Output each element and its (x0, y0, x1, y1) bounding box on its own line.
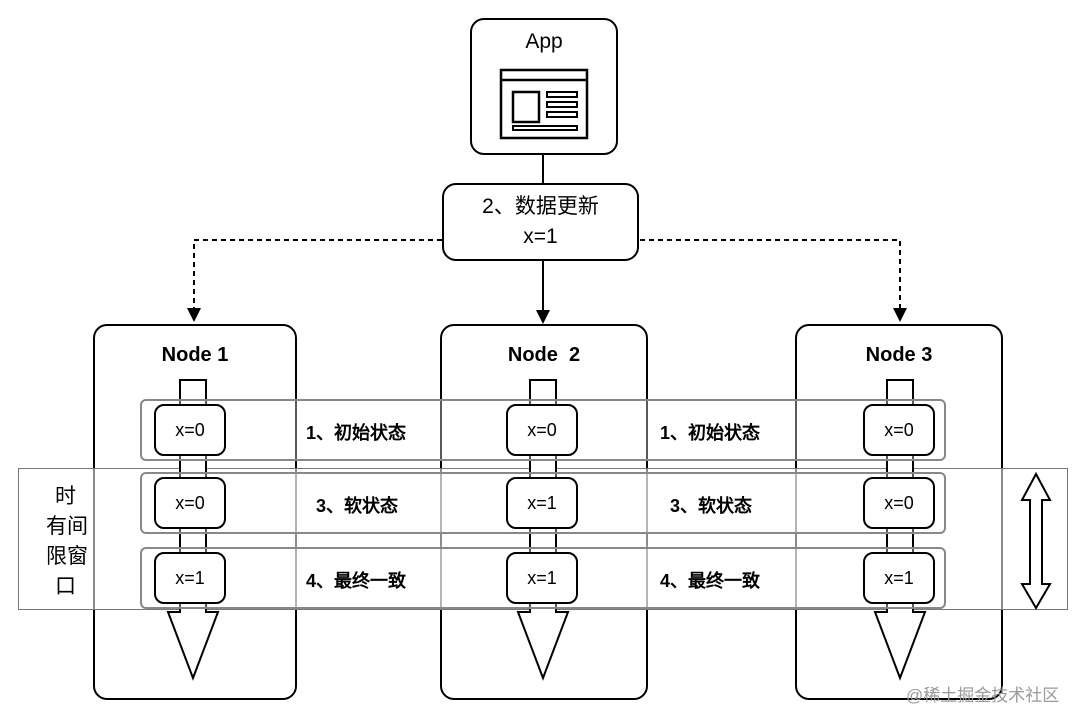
node-3-title: Node 3 (865, 344, 933, 366)
node-2-value-soft: x=1 (506, 477, 578, 529)
node-3-value-final: x=1 (863, 552, 935, 604)
node-2-title: Node 2 (507, 344, 581, 366)
state-label-final-left: 4、最终一致 (306, 571, 407, 591)
state-label-soft-right: 3、软状态 (670, 496, 753, 516)
time-window-label-line-1: 时 (55, 485, 76, 508)
data-update-value: x=1 (523, 225, 558, 248)
time-window-label-line-2: 有间 (46, 515, 88, 538)
node-1-value-initial: x=0 (154, 404, 226, 456)
node-1-value-final: x=1 (154, 552, 226, 604)
update-to-node2-arrowhead (536, 310, 550, 324)
node-3-value-soft: x=0 (863, 477, 935, 529)
app-label: App (525, 30, 563, 53)
update-to-node3-arrowhead (893, 308, 907, 322)
state-label-initial-right: 1、初始状态 (660, 423, 761, 443)
time-window-label: 时 有间 限窗 口 (24, 482, 88, 602)
time-window-double-arrow-icon (1020, 471, 1052, 610)
node-2-value-initial: x=0 (506, 404, 578, 456)
app-window-icon (499, 68, 589, 140)
node-1-title: Node 1 (161, 344, 229, 366)
node-1-value-soft: x=0 (154, 477, 226, 529)
time-window-label-line-3: 限窗 (46, 545, 88, 568)
data-update-box: 2、数据更新 x=1 (442, 183, 639, 261)
watermark: @稀土掘金技术社区 (906, 686, 1060, 705)
time-window-label-line-4: 口 (55, 575, 76, 598)
app-box: App (470, 18, 618, 155)
update-to-node1-dashed-line (193, 239, 442, 310)
state-label-initial-left: 1、初始状态 (306, 423, 407, 443)
update-to-node3-dashed-line (640, 239, 901, 310)
node-2-value-final: x=1 (506, 552, 578, 604)
node-3-value-initial: x=0 (863, 404, 935, 456)
update-to-node1-arrowhead (187, 308, 201, 322)
data-update-title: 2、数据更新 (482, 195, 599, 218)
state-label-soft-left: 3、软状态 (316, 496, 399, 516)
state-label-final-right: 4、最终一致 (660, 571, 761, 591)
